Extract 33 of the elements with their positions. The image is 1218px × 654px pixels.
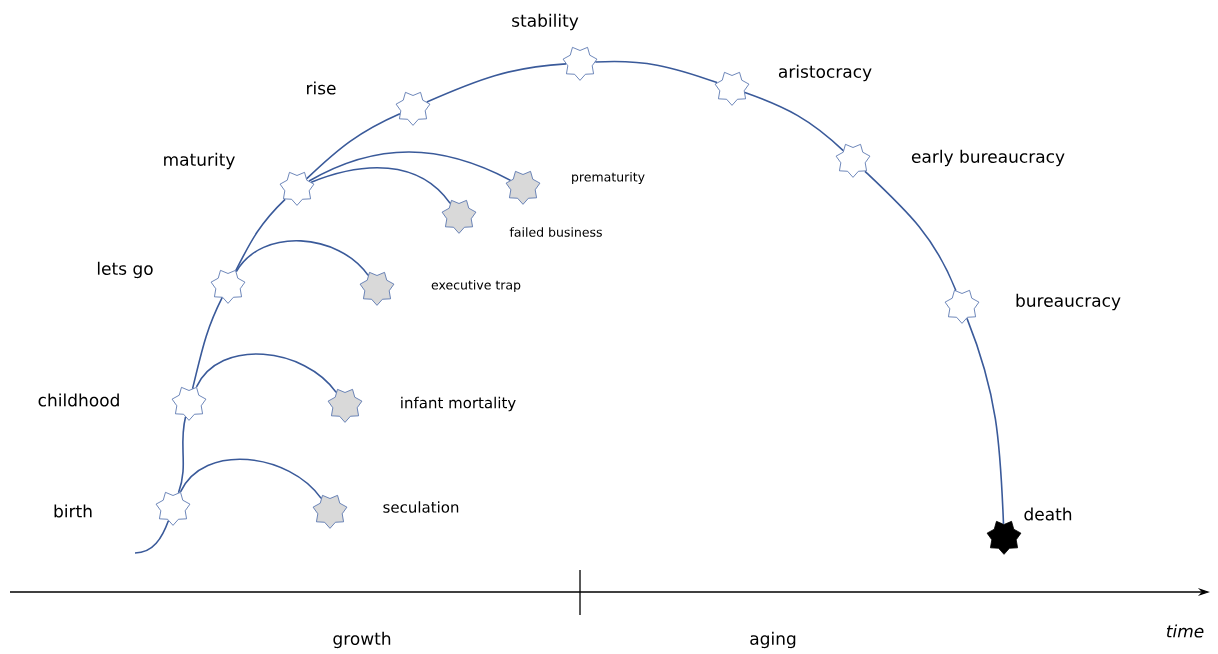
stage-label: bureaucracy: [1016, 293, 1121, 311]
stage-label: failed business: [509, 227, 602, 237]
curve-line: [195, 353, 337, 394]
curve-line: [594, 60, 718, 84]
stage-label: death: [1024, 507, 1072, 521]
curve-line: [308, 151, 512, 182]
axis-label: time: [1166, 624, 1204, 638]
stage-label: maturity: [164, 152, 235, 170]
stage-label: prematurity: [572, 171, 645, 185]
curve-line: [177, 416, 187, 494]
curve-line: [179, 458, 322, 500]
curve-line: [864, 170, 957, 292]
stage-label: early bureaucracy: [911, 149, 1065, 167]
stage-label: childhood: [38, 393, 119, 407]
stage-label: lets go: [97, 261, 153, 279]
curve-line: [191, 296, 223, 390]
curve-line: [426, 63, 567, 103]
curve-line: [310, 167, 451, 205]
stage-label: infant mortality: [401, 396, 516, 412]
stage-label: aristocracy: [778, 64, 872, 82]
stage-label: executive trap: [431, 279, 521, 293]
curve-line: [744, 91, 845, 152]
curve-line: [966, 317, 1005, 525]
curve-line: [235, 240, 369, 277]
curve-line: [305, 112, 401, 180]
curve-line: [235, 198, 286, 272]
stage-label: stability: [512, 13, 579, 31]
axis-label: aging: [750, 631, 796, 649]
axis-label: growth: [333, 631, 391, 649]
stage-label: birth: [54, 504, 92, 518]
stage-label: seculation: [383, 501, 459, 513]
curve-line: [134, 519, 170, 554]
stage-label: rise: [307, 81, 336, 95]
